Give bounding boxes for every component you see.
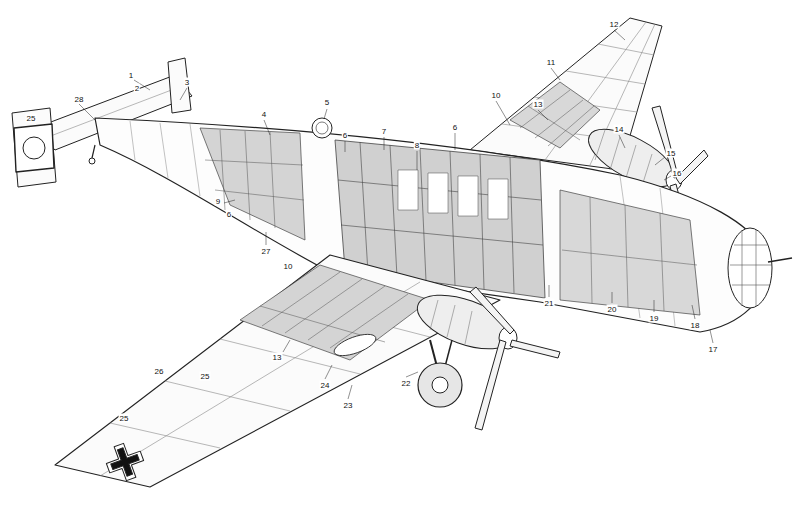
callout-number: 6	[342, 131, 348, 140]
callout-number: 10	[283, 262, 294, 271]
callout-number: 13	[272, 353, 283, 362]
far-wing-frame	[520, 90, 594, 146]
callout-number: 3	[184, 78, 190, 87]
right-fin	[168, 58, 191, 113]
callout-number: 16	[672, 169, 683, 178]
wing-cross	[102, 439, 148, 485]
callout-number: 27	[261, 247, 272, 256]
callout-number: 4	[261, 110, 267, 119]
callout-number: 26	[154, 367, 165, 376]
callout-number: 18	[690, 321, 701, 330]
callout-number: 9	[215, 197, 221, 206]
nose-glazing	[728, 228, 792, 308]
callout-number: 12	[609, 20, 620, 29]
callout-number: 5	[324, 98, 330, 107]
callout-number: 11	[546, 58, 556, 67]
callout-number: 25	[26, 114, 37, 123]
near-wing-cutaway	[240, 265, 430, 360]
callout-number: 22	[401, 379, 412, 388]
callout-number: 25	[119, 414, 130, 423]
callout-number: 20	[607, 305, 618, 314]
left-fin	[12, 108, 56, 187]
callout-number: 28	[74, 95, 85, 104]
leader-lines	[79, 30, 713, 399]
callout-number: 8	[414, 141, 420, 150]
aft-cutaway	[200, 128, 305, 240]
callout-number: 6	[452, 123, 458, 132]
callout-number: 21	[544, 299, 555, 308]
callout-number: 6	[226, 210, 232, 219]
callout-number: 7	[381, 127, 387, 136]
callout-number: 17	[708, 345, 719, 354]
callout-number: 23	[343, 401, 354, 410]
callout-number: 2	[134, 84, 140, 93]
far-wing-cutaway	[510, 82, 600, 148]
callout-number: 19	[649, 314, 660, 323]
near-engine	[410, 284, 560, 430]
callout-number: 10	[491, 91, 502, 100]
callout-number: 13	[533, 100, 544, 109]
cockpit-cutaway	[560, 190, 700, 315]
near-wing	[55, 255, 500, 487]
callout-number: 14	[614, 125, 625, 134]
gun-ring	[312, 118, 332, 138]
callout-number: 24	[320, 381, 331, 390]
callout-number: 25	[200, 372, 211, 381]
callout-number: 1	[128, 71, 134, 80]
callout-number: 15	[666, 149, 677, 158]
